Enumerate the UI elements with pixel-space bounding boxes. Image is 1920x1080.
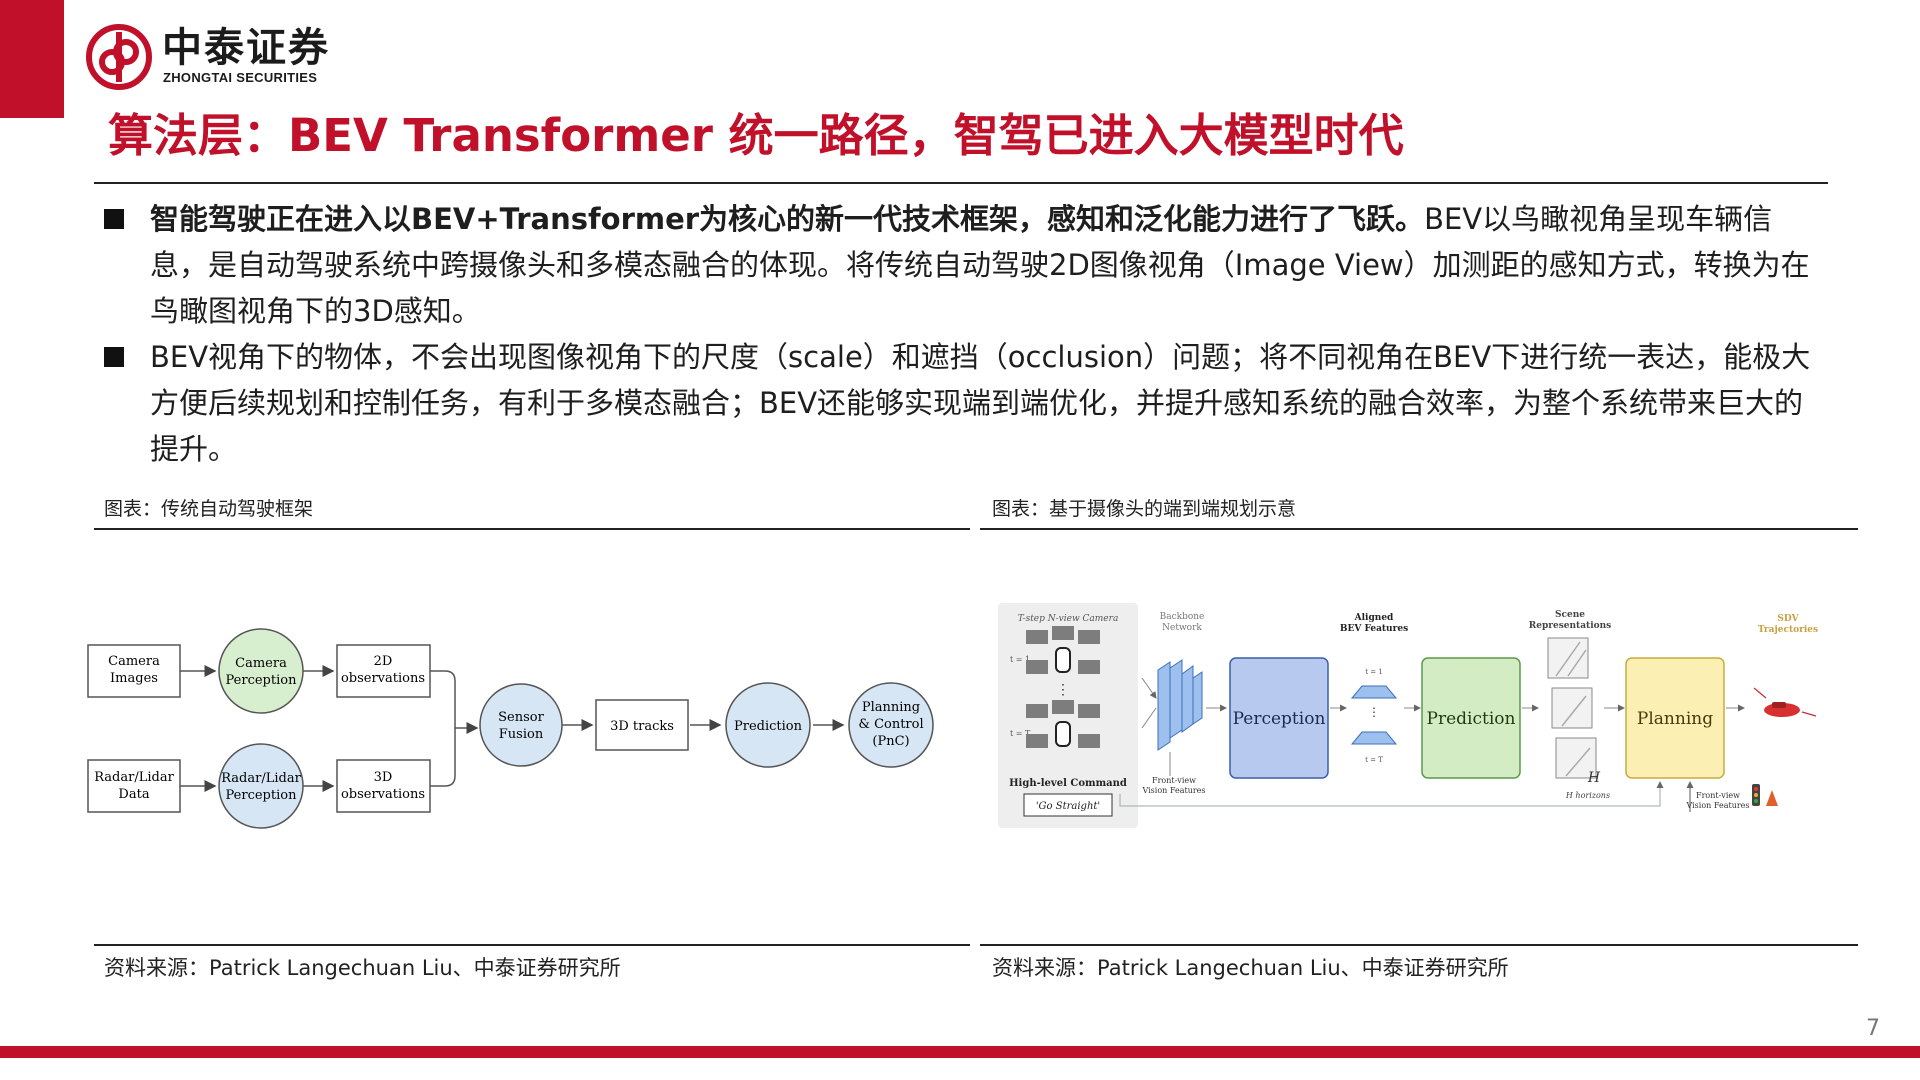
svg-text:t = T: t = T — [1010, 729, 1031, 738]
svg-text:H horizons: H horizons — [1565, 791, 1610, 800]
svg-text:H: H — [1587, 770, 1601, 786]
page-number: 7 — [1866, 1016, 1880, 1041]
svg-text:⋮: ⋮ — [1368, 705, 1380, 719]
node-radar-lidar-data: Radar/Lidar Data — [87, 759, 181, 813]
traditional-driving-framework-diagram: Camera Images Camera Perception 2D obser… — [87, 628, 934, 829]
svg-text:3D: 3D — [374, 770, 393, 785]
svg-text:Radar/Lidar: Radar/Lidar — [94, 770, 174, 785]
left-figure-caption: 图表：传统自动驾驶框架 — [104, 498, 314, 520]
bullet-1-text: BEV以鸟瞰视角呈现车辆信息，是自动驾驶系统中跨摄像头和多模态融合的体现。将传统… — [150, 202, 1810, 328]
logo-chinese-name: 中泰证券 — [162, 25, 330, 71]
camera-input-panel: T-step N-view Camera t = 1 t = T ⋮ High-… — [998, 603, 1138, 828]
backbone-network: Backbone Network Front-view Vision Featu… — [1141, 612, 1227, 795]
svg-text:Vision Features: Vision Features — [1141, 786, 1205, 795]
svg-text:Perception: Perception — [226, 673, 298, 688]
svg-text:Aligned: Aligned — [1354, 613, 1394, 623]
scene-representations: Scene Representations H H horizons — [1529, 610, 1611, 800]
bullet-square-icon — [104, 209, 124, 229]
svg-text:t = 1: t = 1 — [1010, 655, 1030, 664]
svg-text:'Go Straight': 'Go Straight' — [1036, 801, 1100, 812]
right-figure-source: 资料来源：Patrick Langechuan Liu、中泰证券研究所 — [992, 956, 1509, 980]
svg-text:Perception: Perception — [226, 788, 298, 803]
car-icon — [1055, 647, 1071, 747]
node-3d-tracks: 3D tracks — [595, 699, 689, 751]
left-figure-bottom-rule — [94, 944, 970, 946]
svg-text:Representations: Representations — [1529, 621, 1611, 631]
left-figure-top-rule — [94, 528, 970, 530]
svg-text:High-level Command: High-level Command — [1009, 778, 1127, 789]
svg-text:Planning: Planning — [1637, 709, 1713, 729]
svg-text:Network: Network — [1162, 623, 1202, 633]
svg-text:observations: observations — [341, 671, 425, 686]
bullet-paragraph-2: BEV视角下的物体，不会出现图像视角下的尺度（scale）和遮挡（occlusi… — [104, 334, 1824, 472]
bullet-paragraph-1: 智能驾驶正在进入以BEV+Transformer为核心的新一代技术框架，感知和泛… — [104, 196, 1824, 334]
svg-text:(PnC): (PnC) — [872, 734, 909, 749]
svg-text:Front-view: Front-view — [1152, 776, 1196, 785]
end-to-end-planning-diagram: T-step N-view Camera t = 1 t = T ⋮ High-… — [998, 603, 1818, 828]
svg-text:Camera: Camera — [235, 656, 287, 671]
node-sensor-fusion: Sensor Fusion — [479, 683, 563, 767]
bullet-square-icon — [104, 347, 124, 367]
svg-text:Data: Data — [118, 787, 149, 802]
svg-text:Front-view: Front-view — [1696, 791, 1740, 800]
right-figure-caption: 图表：基于摄像头的端到端规划示意 — [992, 498, 1297, 520]
logo-english-name: ZHONGTAI SECURITIES — [163, 70, 318, 85]
svg-text:SDV: SDV — [1777, 614, 1799, 624]
svg-text:Images: Images — [110, 671, 158, 686]
perception-block: Perception — [1229, 657, 1329, 779]
svg-text:BEV Features: BEV Features — [1340, 624, 1408, 634]
svg-text:t = 1: t = 1 — [1365, 668, 1383, 676]
node-camera-perception: Camera Perception — [218, 628, 304, 714]
right-figure-bottom-rule — [980, 944, 1858, 946]
svg-text:Scene: Scene — [1555, 610, 1585, 620]
svg-text:Fusion: Fusion — [499, 727, 544, 742]
svg-text:Vision Features: Vision Features — [1685, 801, 1749, 810]
svg-text:Sensor: Sensor — [498, 710, 544, 725]
svg-text:t = T: t = T — [1365, 756, 1383, 764]
prediction-block: Prediction — [1421, 657, 1521, 779]
node-3d-observations: 3D observations — [336, 759, 431, 813]
page-title: 算法层：BEV Transformer 统一路径，智驾已进入大模型时代 — [108, 109, 1404, 162]
svg-text:Perception: Perception — [1233, 709, 1326, 729]
svg-text:Radar/Lidar: Radar/Lidar — [221, 771, 301, 786]
red-car-icon — [1764, 702, 1800, 717]
svg-text:Prediction: Prediction — [734, 719, 803, 734]
footer-bar — [0, 1046, 1920, 1058]
bullet-1-bold: 智能驾驶正在进入以BEV+Transformer为核心的新一代技术框架，感知和泛… — [150, 202, 1425, 236]
traffic-light-icon — [1752, 784, 1778, 806]
planning-block: Planning — [1625, 657, 1725, 779]
node-prediction: Prediction — [725, 682, 811, 768]
svg-text:Prediction: Prediction — [1427, 709, 1516, 729]
svg-text:observations: observations — [341, 787, 425, 802]
svg-text:Planning: Planning — [862, 700, 920, 715]
bullet-2-text: BEV视角下的物体，不会出现图像视角下的尺度（scale）和遮挡（occlusi… — [150, 340, 1811, 466]
svg-text:Camera: Camera — [108, 654, 160, 669]
node-2d-observations: 2D observations — [336, 644, 431, 698]
svg-text:⋮: ⋮ — [1056, 682, 1070, 698]
svg-text:& Control: & Control — [858, 717, 923, 732]
zhongtai-logo-icon — [86, 24, 152, 90]
svg-text:Backbone: Backbone — [1160, 612, 1205, 622]
sdv-trajectories: SDV Trajectories — [1753, 614, 1818, 717]
svg-text:Trajectories: Trajectories — [1758, 625, 1818, 635]
node-planning-control: Planning & Control (PnC) — [848, 682, 934, 768]
right-figure-top-rule — [980, 528, 1858, 530]
node-radar-lidar-perception: Radar/Lidar Perception — [218, 743, 304, 829]
left-figure-source: 资料来源：Patrick Langechuan Liu、中泰证券研究所 — [104, 956, 621, 980]
node-camera-images: Camera Images — [87, 644, 181, 698]
svg-text:3D tracks: 3D tracks — [610, 719, 674, 734]
aligned-bev-features: Aligned BEV Features t = 1 ⋮ t = T — [1340, 613, 1408, 764]
header-accent-bar — [0, 0, 64, 118]
svg-text:2D: 2D — [374, 654, 393, 669]
title-divider — [94, 182, 1828, 184]
svg-text:T-step N-view Camera: T-step N-view Camera — [1018, 614, 1119, 624]
